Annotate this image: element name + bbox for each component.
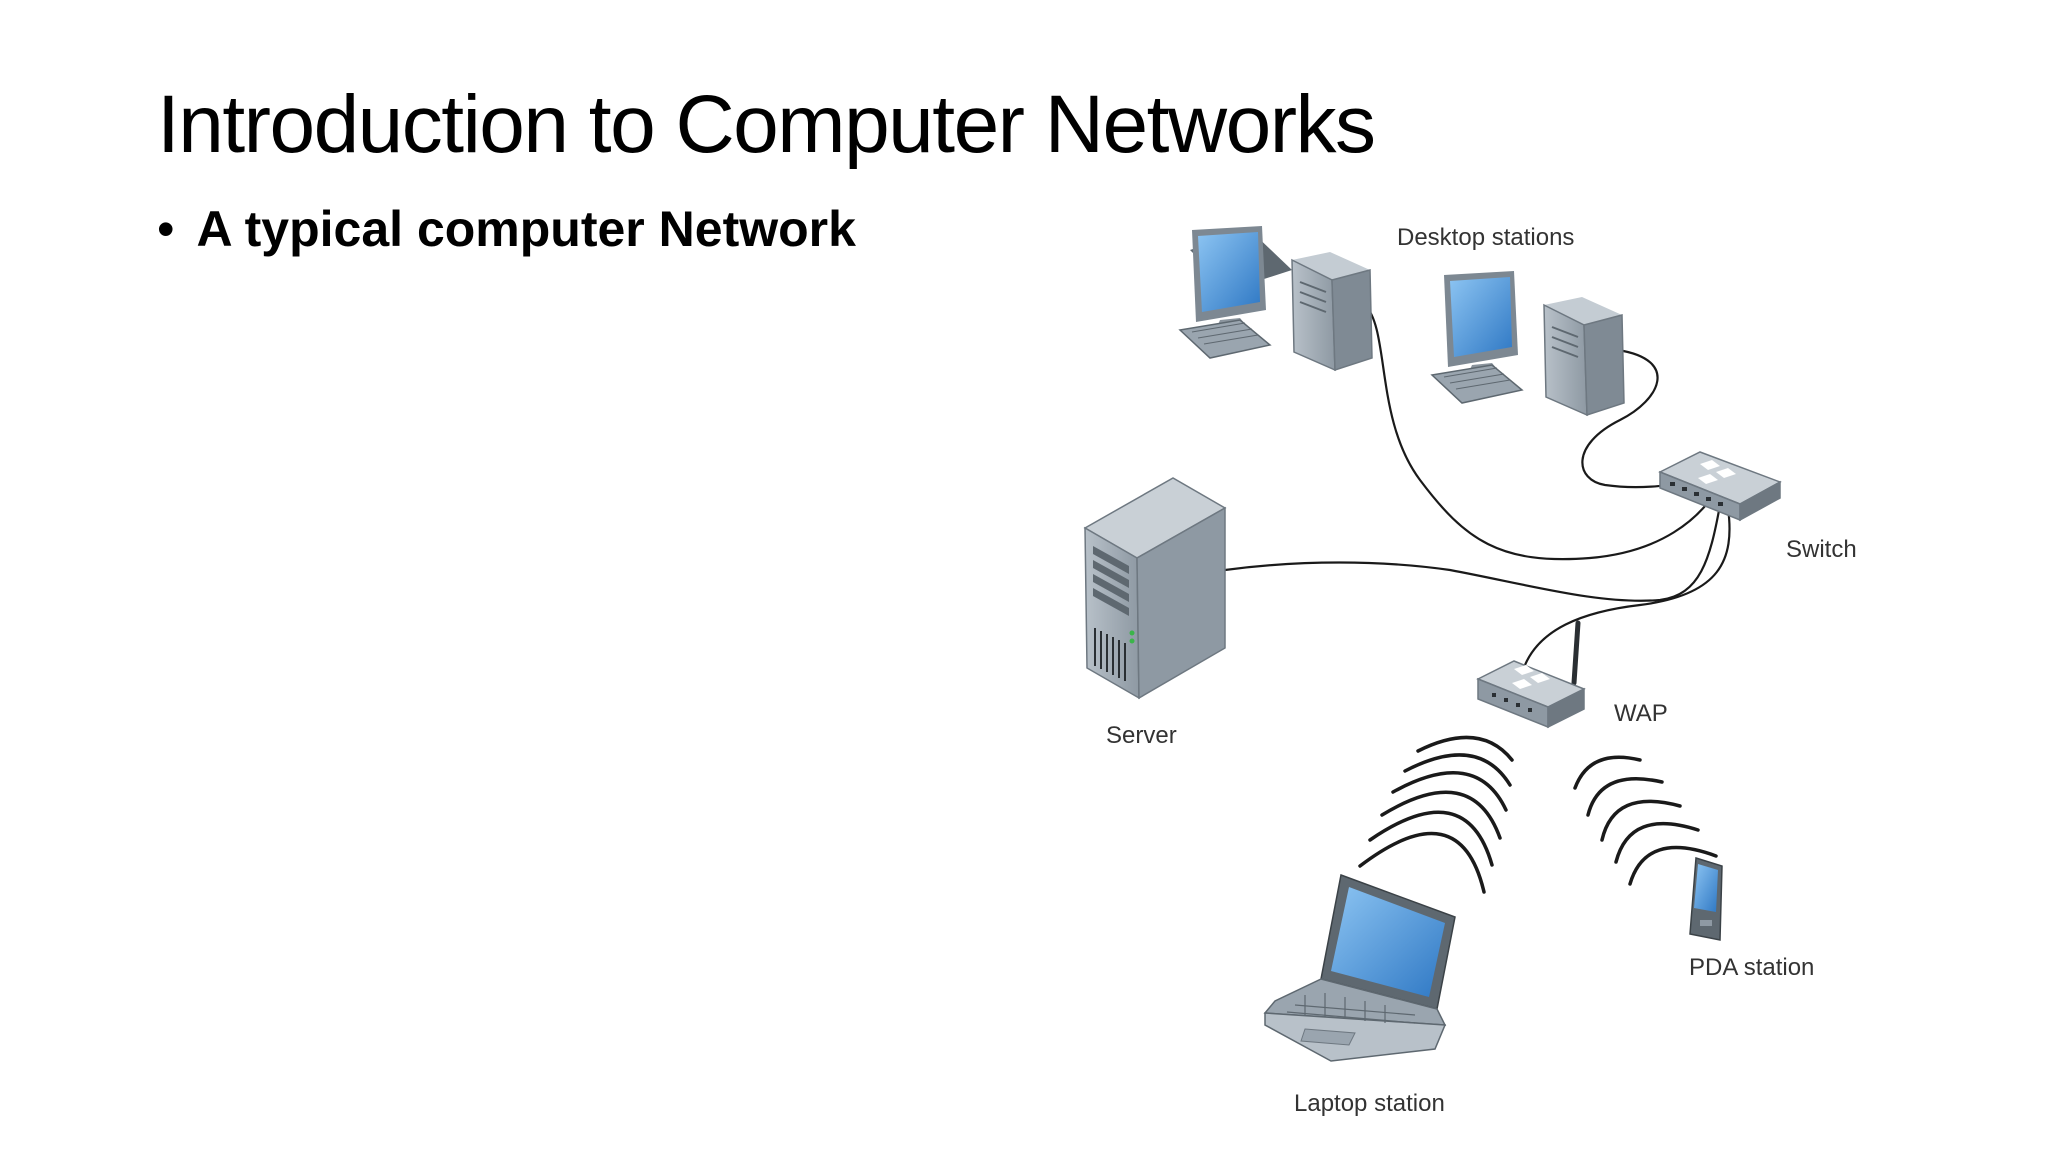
bullet-item: • A typical computer Network (157, 200, 856, 258)
cable-server-switch (1224, 504, 1722, 602)
slide-title: Introduction to Computer Networks (157, 79, 1376, 170)
wireless-signal-icon (1358, 735, 1514, 894)
label-pda-station: PDA station (1689, 954, 1814, 981)
network-cables (1224, 304, 1731, 666)
label-server: Server (1106, 722, 1177, 749)
cable-desktop1-switch (1364, 304, 1721, 561)
desktop-computer-icon (1430, 271, 1625, 417)
wireless-access-point-icon (1476, 620, 1586, 729)
label-switch: Switch (1786, 536, 1857, 563)
network-switch-icon (1658, 451, 1782, 522)
desktop-computer-icon (1178, 226, 1373, 372)
wireless-signal-icon (1573, 755, 1718, 886)
label-laptop-station: Laptop station (1294, 1090, 1445, 1117)
cable-switch-wap (1523, 507, 1731, 666)
pda-icon (1689, 857, 1723, 941)
label-wap: WAP (1614, 700, 1668, 727)
bullet-marker: • (157, 201, 175, 257)
bullet-text: A typical computer Network (196, 201, 856, 257)
server-tower-icon (1083, 477, 1227, 700)
cable-desktop2-switch (1581, 348, 1691, 489)
label-desktop-stations: Desktop stations (1397, 224, 1574, 251)
laptop-icon (1263, 873, 1456, 1062)
